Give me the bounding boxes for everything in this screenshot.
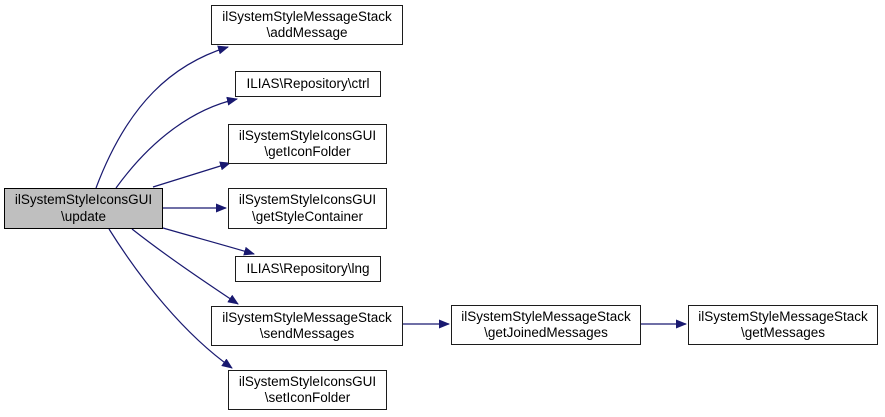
- node-label-line: \sendMessages: [259, 326, 355, 341]
- node-label-line: \setIconFolder: [264, 390, 351, 405]
- node-label-line: \getStyleContainer: [251, 208, 364, 224]
- node-label-line: ILIAS\Repository\ctrl: [246, 75, 370, 91]
- node-label-line: ilSystemStyleMessageStack: [222, 309, 392, 325]
- graph-node-lng[interactable]: ILIAS\Repository\lng: [235, 256, 381, 282]
- node-label-line: \addMessage: [266, 25, 348, 40]
- graph-node-getIconFolder[interactable]: ilSystemStyleIconsGUI\getIconFolder: [228, 124, 387, 164]
- node-label-line: ilSystemStyleMessageStack: [222, 8, 392, 24]
- node-label-line: ilSystemStyleIconsGUI: [14, 192, 153, 207]
- graph-node-getStyleContainer[interactable]: ilSystemStyleIconsGUI\getStyleContainer: [228, 188, 387, 229]
- edge-update-to-ctrl: [115, 96, 238, 189]
- node-label-line: \getJoinedMessages: [484, 325, 608, 340]
- graph-node-addMessage[interactable]: ilSystemStyleMessageStack\addMessage: [211, 5, 403, 45]
- node-label-line: \getIconFolder: [264, 144, 351, 159]
- edge-update-to-sendMessages: [131, 228, 239, 305]
- graph-node-update: ilSystemStyleIconsGUI\update: [4, 188, 163, 229]
- edge-update-to-lng: [162, 227, 255, 256]
- edge-update-to-getIconFolder: [152, 161, 231, 188]
- node-label-line: ILIAS\Repository\lng: [246, 260, 370, 276]
- graph-node-setIconFolder[interactable]: ilSystemStyleIconsGUI\setIconFolder: [228, 370, 387, 410]
- node-label-line: ilSystemStyleMessageStack: [698, 308, 868, 324]
- edge-update-to-setIconFolder: [108, 228, 233, 369]
- node-label-line: ilSystemStyleMessageStack: [461, 308, 631, 324]
- edge-group: [95, 45, 687, 369]
- node-label-line: ilSystemStyleIconsGUI: [238, 373, 377, 389]
- node-label-line: \update: [60, 208, 107, 224]
- graph-node-ctrl[interactable]: ILIAS\Repository\ctrl: [235, 71, 381, 97]
- node-label-line: ilSystemStyleIconsGUI: [238, 192, 377, 207]
- graph-node-sendMessages[interactable]: ilSystemStyleMessageStack\sendMessages: [211, 306, 403, 346]
- graph-node-getJoinedMessages[interactable]: ilSystemStyleMessageStack\getJoinedMessa…: [451, 305, 641, 345]
- node-label-line: \getMessages: [740, 325, 826, 340]
- graph-node-getMessages[interactable]: ilSystemStyleMessageStack\getMessages: [688, 305, 878, 345]
- edge-update-to-addMessage: [95, 45, 229, 189]
- node-label-line: ilSystemStyleIconsGUI: [238, 127, 377, 143]
